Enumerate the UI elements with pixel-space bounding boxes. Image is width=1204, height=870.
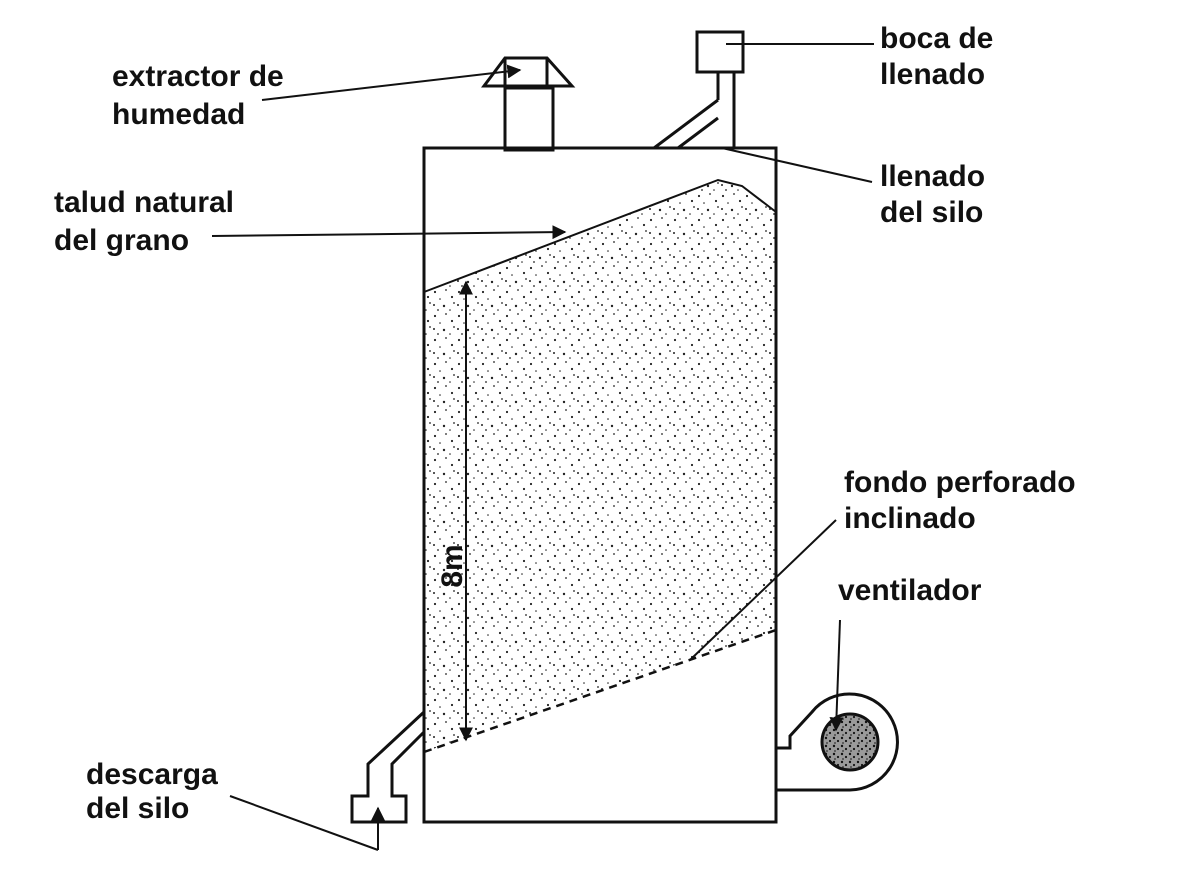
label-extractor: extractor de humedad (112, 60, 292, 131)
label-ventilador: ventilador (838, 574, 982, 607)
leader-llenado-silo (721, 147, 873, 183)
leader-ventilador (829, 619, 844, 732)
label-llenado-silo: llenado del silo (880, 160, 993, 229)
leader-talud (211, 225, 567, 240)
leader-descarga (229, 795, 379, 851)
label-fondo: fondo perforado inclinado (844, 466, 1084, 535)
height-dimension: 8m (436, 280, 473, 742)
silo-body (422, 146, 778, 824)
filling-mouth (653, 30, 745, 150)
label-boca: boca de llenado (880, 22, 1002, 91)
height-label: 8m (436, 544, 469, 587)
leader-fondo (689, 519, 837, 661)
perforated-floor (423, 628, 777, 754)
label-descarga: descarga del silo (86, 758, 226, 825)
grain-mass (424, 180, 776, 752)
leader-extractor (261, 64, 522, 101)
silo-discharge (350, 710, 426, 824)
label-talud: talud natural del grano (54, 186, 242, 257)
grain-slope-line (423, 178, 777, 293)
